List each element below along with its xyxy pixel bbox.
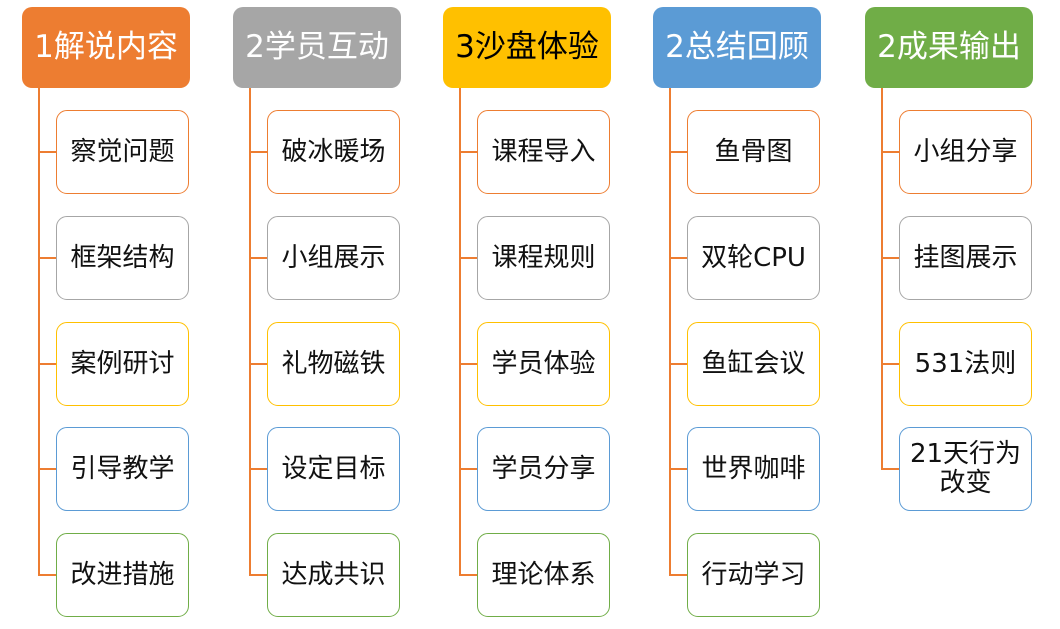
item-connector-line [249, 468, 268, 470]
item-connector-line [38, 257, 57, 259]
diagram-column-3: 3沙盘体验课程导入课程规则学员体验学员分享理论体系 [421, 0, 633, 629]
item-row: 破冰暖场 [211, 110, 423, 194]
item-row: 理论体系 [421, 533, 633, 617]
column-trunk-line-1 [38, 88, 40, 576]
item-box[interactable]: 案例研讨 [56, 322, 189, 406]
item-row: 察觉问题 [0, 110, 212, 194]
item-row: 531法则 [843, 322, 1055, 406]
item-box[interactable]: 世界咖啡 [687, 427, 820, 511]
column-trunk-line-2 [249, 88, 251, 576]
item-box[interactable]: 理论体系 [477, 533, 610, 617]
diagram-column-5: 2成果输出小组分享挂图展示 531法则 21天行为改变 [843, 0, 1055, 629]
diagram-column-4: 2总结回顾鱼骨图双轮CPU 鱼缸会议世界咖啡行动学习 [631, 0, 843, 629]
item-box[interactable]: 课程规则 [477, 216, 610, 300]
item-row: 课程规则 [421, 216, 633, 300]
item-row: 世界咖啡 [631, 427, 843, 511]
column-trunk-line-5 [881, 88, 883, 470]
item-box[interactable]: 课程导入 [477, 110, 610, 194]
diagram-column-1: 1解说内容察觉问题框架结构案例研讨引导教学改进措施 [0, 0, 212, 629]
item-row: 小组展示 [211, 216, 423, 300]
item-box[interactable]: 鱼缸会议 [687, 322, 820, 406]
item-connector-line [881, 363, 900, 365]
item-row: 鱼骨图 [631, 110, 843, 194]
column-trunk-line-3 [459, 88, 461, 576]
column-header-3[interactable]: 3沙盘体验 [443, 7, 611, 88]
item-connector-line [249, 574, 268, 576]
item-box[interactable]: 改进措施 [56, 533, 189, 617]
item-row: 21天行为改变 [843, 427, 1055, 511]
item-box[interactable]: 设定目标 [267, 427, 400, 511]
item-row: 案例研讨 [0, 322, 212, 406]
item-connector-line [669, 151, 688, 153]
item-box[interactable]: 挂图展示 [899, 216, 1032, 300]
item-connector-line [249, 257, 268, 259]
item-connector-line [249, 363, 268, 365]
item-connector-line [249, 151, 268, 153]
item-box[interactable]: 行动学习 [687, 533, 820, 617]
item-box[interactable]: 学员分享 [477, 427, 610, 511]
item-row: 改进措施 [0, 533, 212, 617]
item-row: 学员分享 [421, 427, 633, 511]
item-box[interactable]: 双轮CPU [687, 216, 820, 300]
item-row: 挂图展示 [843, 216, 1055, 300]
item-row: 达成共识 [211, 533, 423, 617]
item-box[interactable]: 学员体验 [477, 322, 610, 406]
item-row: 双轮CPU [631, 216, 843, 300]
item-connector-line [38, 151, 57, 153]
item-row: 行动学习 [631, 533, 843, 617]
item-connector-line [459, 151, 478, 153]
item-box[interactable]: 21天行为改变 [899, 427, 1032, 511]
column-header-4[interactable]: 2总结回顾 [653, 7, 821, 88]
item-row: 鱼缸会议 [631, 322, 843, 406]
item-connector-line [38, 574, 57, 576]
item-connector-line [881, 151, 900, 153]
diagram-column-2: 2学员互动破冰暖场小组展示礼物磁铁设定目标达成共识 [211, 0, 423, 629]
item-row: 设定目标 [211, 427, 423, 511]
item-box[interactable]: 破冰暖场 [267, 110, 400, 194]
item-box[interactable]: 引导教学 [56, 427, 189, 511]
column-header-1[interactable]: 1解说内容 [22, 7, 190, 88]
item-connector-line [669, 574, 688, 576]
item-connector-line [459, 257, 478, 259]
item-connector-line [881, 468, 900, 470]
item-connector-line [669, 468, 688, 470]
item-box[interactable]: 小组展示 [267, 216, 400, 300]
item-connector-line [459, 574, 478, 576]
item-box[interactable]: 框架结构 [56, 216, 189, 300]
item-connector-line [669, 257, 688, 259]
item-connector-line [669, 363, 688, 365]
item-row: 学员体验 [421, 322, 633, 406]
column-header-5[interactable]: 2成果输出 [865, 7, 1033, 88]
item-box[interactable]: 察觉问题 [56, 110, 189, 194]
item-row: 课程导入 [421, 110, 633, 194]
item-box[interactable]: 礼物磁铁 [267, 322, 400, 406]
item-row: 礼物磁铁 [211, 322, 423, 406]
item-box[interactable]: 达成共识 [267, 533, 400, 617]
item-box[interactable]: 鱼骨图 [687, 110, 820, 194]
item-connector-line [38, 468, 57, 470]
column-trunk-line-4 [669, 88, 671, 576]
item-connector-line [38, 363, 57, 365]
item-box[interactable]: 小组分享 [899, 110, 1032, 194]
column-header-2[interactable]: 2学员互动 [233, 7, 401, 88]
item-connector-line [881, 257, 900, 259]
item-connector-line [459, 468, 478, 470]
item-row: 小组分享 [843, 110, 1055, 194]
item-connector-line [459, 363, 478, 365]
item-box[interactable]: 531法则 [899, 322, 1032, 406]
item-row: 引导教学 [0, 427, 212, 511]
item-row: 框架结构 [0, 216, 212, 300]
